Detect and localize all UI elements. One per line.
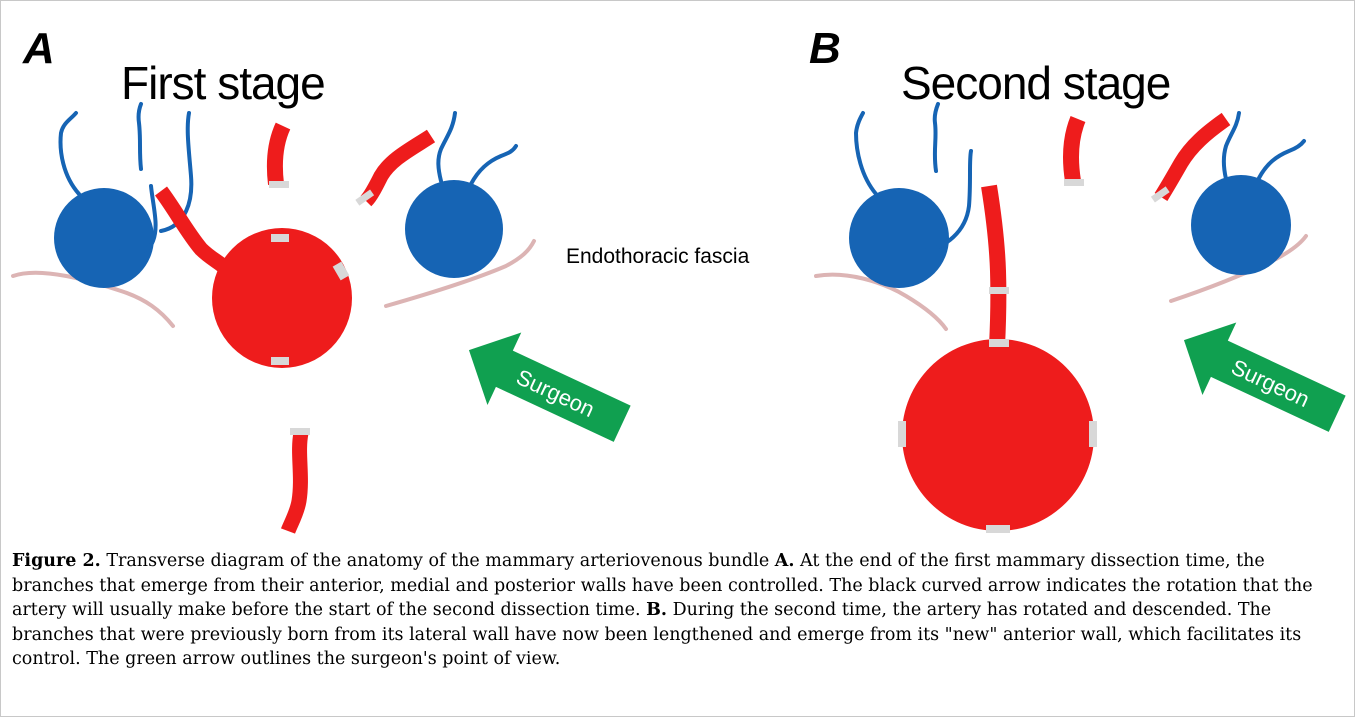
panel-b-stump-clip xyxy=(1064,179,1084,186)
panel-b-left-vein xyxy=(849,188,949,288)
panel-b-artery-clip xyxy=(898,421,906,447)
panel-b-surgeon-arrow: Surgeon xyxy=(1166,306,1354,450)
arteriovenous-diagram: A First stage xyxy=(1,1,1355,541)
caption-figure-label: Figure 2. xyxy=(12,551,101,571)
panel-a-artery-stump-bottom xyxy=(288,433,301,531)
panel-a-letter: A xyxy=(22,24,55,73)
panel-b-artery xyxy=(902,339,1094,531)
panel-b-artery-clip xyxy=(989,339,1009,347)
panel-b-artery-stump-top xyxy=(1071,119,1078,181)
figure-caption: Figure 2. Transverse diagram of the anat… xyxy=(12,549,1347,672)
panel-a-stump-clip xyxy=(269,181,289,188)
panel-b-right-vein-branches xyxy=(1224,113,1304,179)
panel-a: A First stage xyxy=(13,24,639,531)
panel-b: B Second stage xyxy=(809,24,1354,533)
panel-b-artery-branch xyxy=(989,186,998,346)
panel-b-letter: B xyxy=(809,24,841,73)
fascia-label: Endothoracic fascia xyxy=(566,245,750,268)
panel-b-branch-clip xyxy=(989,287,1009,294)
panel-a-stump-clip xyxy=(290,428,310,435)
caption-a-label: A. xyxy=(775,551,795,571)
panel-b-artery-clip xyxy=(986,525,1010,533)
panel-a-left-vein xyxy=(54,188,154,288)
panel-a-right-vein-branches xyxy=(438,113,516,184)
panel-b-title: Second stage xyxy=(901,57,1170,109)
panel-a-artery-clip xyxy=(271,357,289,365)
caption-intro: Transverse diagram of the anatomy of the… xyxy=(106,551,769,571)
panel-a-artery xyxy=(212,228,352,368)
panel-a-artery-branch-left xyxy=(161,191,226,269)
panel-a-title: First stage xyxy=(121,57,325,109)
panel-a-artery-clip xyxy=(271,234,289,242)
panel-a-artery-stump-right xyxy=(366,136,431,201)
panel-b-artery-clip xyxy=(1089,421,1097,447)
panel-a-surgeon-arrow: Surgeon xyxy=(451,316,639,460)
panel-a-right-vein xyxy=(405,180,503,278)
panel-b-right-vein xyxy=(1191,175,1291,275)
caption-b-label: B. xyxy=(646,600,667,620)
panel-a-artery-stump-top xyxy=(275,126,283,184)
